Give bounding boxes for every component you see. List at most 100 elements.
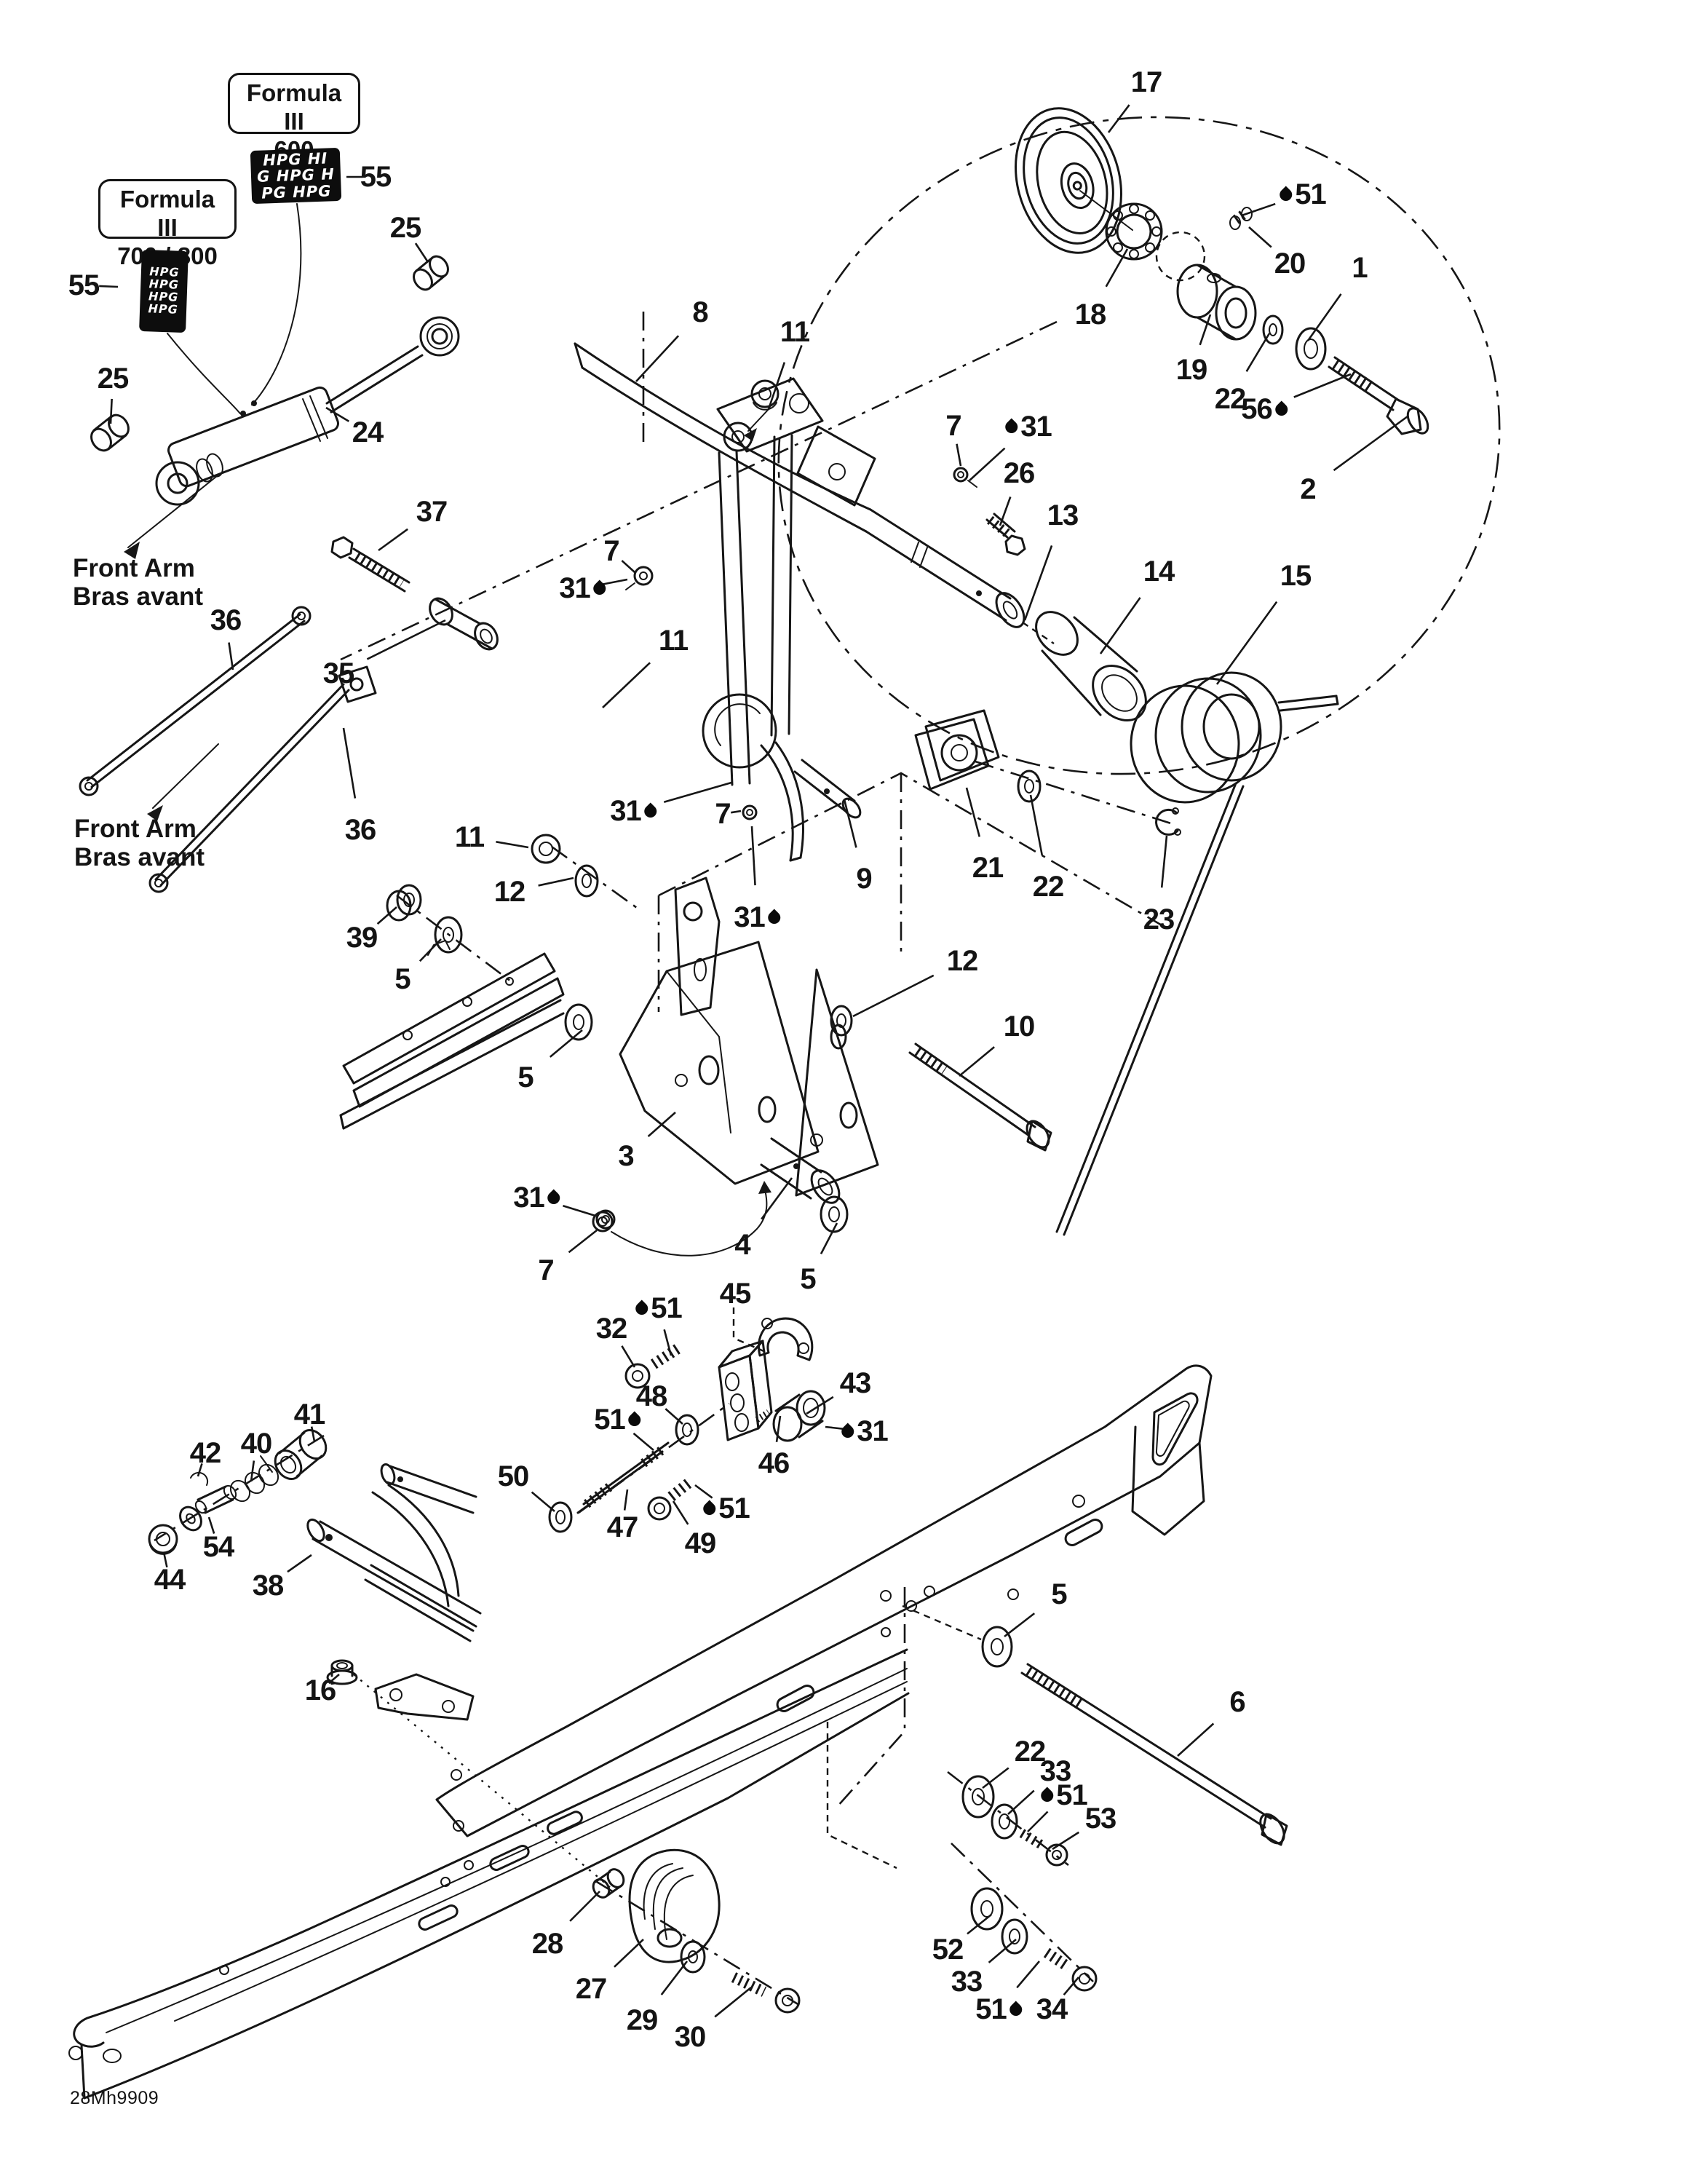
callout-number: 55 <box>360 161 392 193</box>
callout-12: 12 <box>947 946 978 976</box>
loctite-drop-icon <box>1002 417 1020 436</box>
callout-number: 39 <box>346 922 378 954</box>
front-arm-1-en: Front Arm <box>73 554 195 582</box>
callout-15: 15 <box>1280 561 1312 590</box>
callout-number: 44 <box>154 1564 186 1596</box>
callout-14: 14 <box>1143 557 1175 586</box>
hpg-sticker-600: HPG HI G HPG H PG HPG <box>250 147 342 205</box>
bushing-25-lower <box>90 414 130 452</box>
sticker-row: HPG <box>148 301 179 317</box>
callout-number: 6 <box>1229 1686 1245 1718</box>
bolt-10 <box>908 1042 1052 1152</box>
leader-line-51 <box>694 1484 713 1499</box>
callout-10: 10 <box>1004 1012 1035 1041</box>
callout-33: 33 <box>1040 1757 1071 1786</box>
leader-line-31 <box>602 578 628 585</box>
callout-number: 17 <box>1130 66 1162 98</box>
callout-31: 31 <box>734 903 783 932</box>
loctite-drop-icon <box>838 1422 857 1441</box>
bracket-weldment <box>592 877 879 1257</box>
callout-number: 46 <box>758 1447 790 1479</box>
callout-7: 7 <box>603 537 619 566</box>
callout-number: 45 <box>719 1278 751 1310</box>
callout-number: 51 <box>651 1292 682 1324</box>
leader-line-31 <box>969 447 1006 481</box>
loctite-drop-icon <box>544 1188 563 1207</box>
callout-5: 5 <box>1051 1580 1067 1609</box>
callout-number: 5 <box>394 963 410 995</box>
bolt-2 <box>1328 356 1429 435</box>
tie-rod-lower <box>148 665 377 893</box>
callout-number: 37 <box>416 496 448 528</box>
callout-31: 31 <box>610 795 659 827</box>
mid-hardware <box>386 834 853 1233</box>
washer-22-top <box>1262 314 1284 345</box>
callout-53: 53 <box>1085 1804 1116 1833</box>
callout-number: 5 <box>800 1263 816 1295</box>
callout-number: 8 <box>692 296 708 328</box>
leader-line-6 <box>1177 1722 1215 1757</box>
pivot-small-parts <box>148 1429 328 1555</box>
leader-line-35 <box>366 619 446 660</box>
callout-number: 55 <box>68 269 100 301</box>
loctite-drop-icon <box>641 802 659 820</box>
leader-line-25 <box>414 242 429 263</box>
model-box-600: Formula III 600 <box>228 73 360 163</box>
callout-25: 25 <box>390 213 421 242</box>
loctite-drop-icon <box>1272 400 1290 419</box>
leader-line-51 <box>1016 1961 1040 1989</box>
callout-number: 41 <box>293 1398 325 1431</box>
callout-51: 51 <box>594 1405 643 1434</box>
leader-line-26 <box>999 496 1012 526</box>
rear-arm-tube <box>574 342 1026 628</box>
callout-51: 51 <box>632 1292 683 1324</box>
callout-number: 7 <box>945 410 961 442</box>
upper-link <box>716 377 876 507</box>
grease-fittings <box>595 467 1026 1230</box>
callout-23: 23 <box>1143 905 1175 934</box>
leader-line-11 <box>767 362 786 410</box>
callout-number: 32 <box>595 1313 627 1345</box>
set-screw <box>1229 207 1253 230</box>
hpg-sticker-700-800: HPG HPG HPG HPG <box>139 249 189 333</box>
loctite-drop-icon <box>625 1410 643 1429</box>
bottom-stop <box>592 1848 801 2014</box>
callout-number: 51 <box>975 1993 1007 2025</box>
callout-27: 27 <box>576 1974 607 2003</box>
leader-line-40 <box>250 1460 255 1482</box>
loctite-drop-icon <box>1007 2000 1025 2019</box>
callout-number: 51 <box>1295 178 1326 210</box>
leader-line-19 <box>1199 314 1212 346</box>
sleeve-35 <box>429 597 499 651</box>
leader-line-37 <box>378 528 408 552</box>
callout-31: 31 <box>838 1417 889 1446</box>
callout-number: 31 <box>610 795 641 827</box>
callout-number: 22 <box>1014 1736 1046 1768</box>
leader-line-39 <box>376 906 397 925</box>
callout-5: 5 <box>517 1063 533 1092</box>
callout-30: 30 <box>675 2022 706 2052</box>
callout-3: 3 <box>618 1142 634 1171</box>
callout-31: 31 <box>513 1183 563 1212</box>
callout-number: 33 <box>951 1966 983 1998</box>
front-arm-label-2: Front Arm Bras avant <box>74 815 205 871</box>
callout-number: 27 <box>575 1973 607 2005</box>
leader-line-7 <box>568 1229 598 1254</box>
callout-number: 47 <box>606 1511 638 1543</box>
callout-number: 22 <box>1032 871 1064 903</box>
callout-43: 43 <box>840 1369 871 1398</box>
loctite-drop-icon <box>632 1299 651 1318</box>
callout-number: 12 <box>493 876 525 908</box>
callout-37: 37 <box>416 497 448 526</box>
callout-number: 56 <box>1241 393 1272 425</box>
callout-21: 21 <box>972 853 1004 882</box>
leader-line-7 <box>956 443 962 467</box>
callout-26: 26 <box>1004 459 1035 488</box>
callout-41: 41 <box>294 1400 325 1429</box>
callout-47: 47 <box>607 1513 638 1542</box>
callout-number: 11 <box>658 625 689 657</box>
callout-5: 5 <box>800 1263 816 1295</box>
